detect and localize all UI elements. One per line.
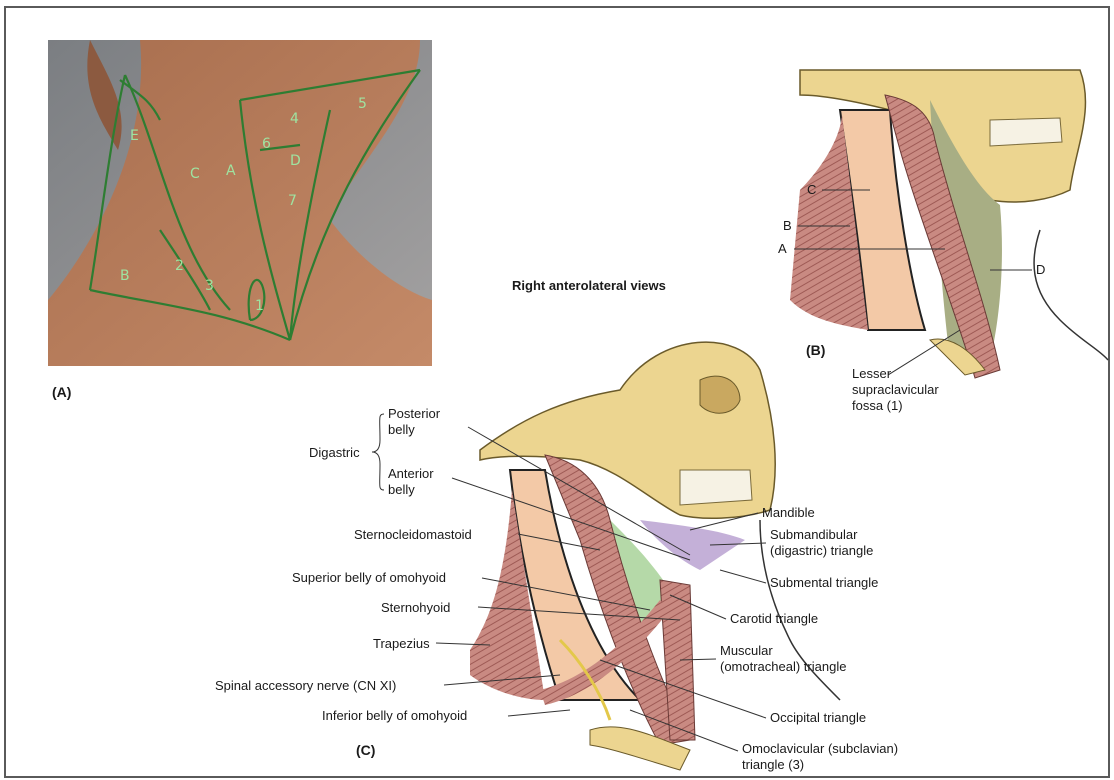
illustration-panel-b [790, 70, 1108, 378]
c-submandibular-region [640, 520, 745, 570]
photo-label-2: 2 [175, 258, 184, 274]
c-label-sternocleidomastoid: Sternocleidomastoid [354, 527, 472, 543]
b-neck-outline [1034, 230, 1108, 360]
panel-label-a: (A) [52, 384, 71, 400]
c-label-muscular-triangle: Muscular (omotracheal) triangle [720, 643, 846, 675]
photo-label-6: 6 [262, 136, 271, 152]
c-label-posterior-belly: Posterior belly [388, 406, 440, 438]
c-label-submandibular-triangle: Submandibular (digastric) triangle [770, 527, 873, 559]
c-label-digastric: Digastric [309, 445, 360, 461]
b-label-b: B [783, 218, 792, 234]
c-label-inferior-omohyoid: Inferior belly of omohyoid [322, 708, 467, 724]
b-label-lesser-supraclavicular-fossa: Lesser supraclavicular fossa (1) [852, 366, 939, 414]
c-label-trapezius: Trapezius [373, 636, 430, 652]
b-label-d: D [1036, 262, 1045, 278]
c-label-superior-omohyoid: Superior belly of omohyoid [292, 570, 446, 586]
photo-label-4: 4 [290, 111, 299, 127]
c-label-mandible: Mandible [762, 505, 815, 521]
photo-label-1: 1 [255, 298, 264, 314]
panel-label-c: (C) [356, 742, 375, 758]
c-label-occipital-triangle: Occipital triangle [770, 710, 866, 726]
photo-label-7: 7 [288, 193, 297, 209]
photo-label-a: A [226, 163, 236, 179]
c-label-omoclavicular-triangle: Omoclavicular (subclavian) triangle (3) [742, 741, 898, 773]
c-teeth [680, 470, 752, 505]
photo-label-b: B [120, 268, 130, 284]
c-label-sternohyoid: Sternohyoid [381, 600, 450, 616]
b-label-a: A [778, 241, 787, 257]
photo-label-c: C [190, 166, 200, 182]
b-label-c: C [807, 182, 816, 198]
c-label-anterior-belly: Anterior belly [388, 466, 434, 498]
b-teeth [990, 118, 1062, 146]
photo-label-e: E [130, 128, 139, 144]
c-label-spinal-accessory-nerve: Spinal accessory nerve (CN XI) [215, 678, 396, 694]
c-label-submental-triangle: Submental triangle [770, 575, 878, 591]
photo-label-d: D [290, 153, 301, 169]
photo-label-5: 5 [358, 96, 367, 112]
photo-label-3: 3 [205, 278, 214, 294]
photo-panel-a: E C A 6 4 5 D 7 B 2 3 1 [48, 40, 432, 366]
panel-label-b: (B) [806, 342, 825, 358]
figure-heading: Right anterolateral views [512, 278, 666, 294]
c-label-carotid-triangle: Carotid triangle [730, 611, 818, 627]
